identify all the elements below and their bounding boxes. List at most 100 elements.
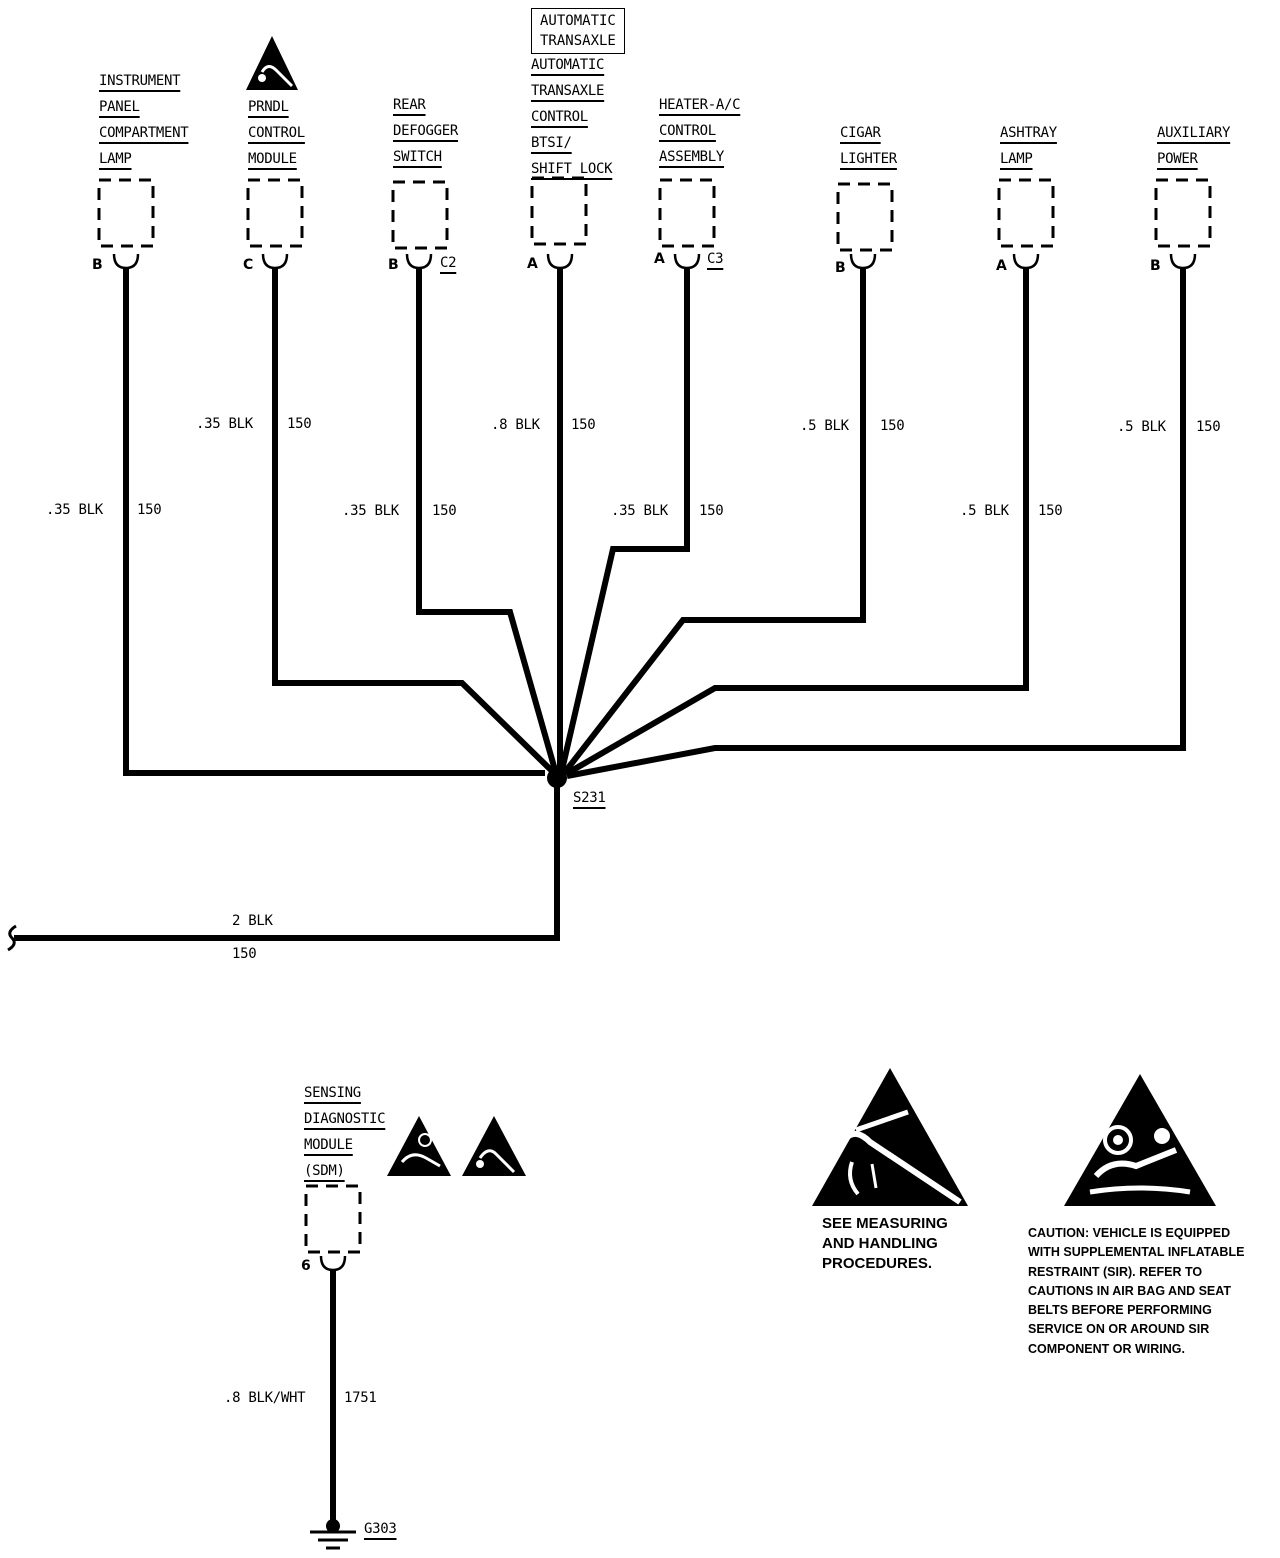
terminal-transaxle (546, 253, 574, 270)
terminal-prndl (261, 253, 289, 270)
notice-line: PROCEDURES. (822, 1255, 933, 1272)
gauge-main: 2 BLK (232, 913, 273, 929)
label-line: MODULE (248, 151, 297, 167)
notice-esd: SEE MEASURING AND HANDLING PROCEDURES. (822, 1214, 948, 1274)
gauge-cigar: .5 BLK (800, 418, 849, 434)
notice-line: WITH SUPPLEMENTAL INFLATABLE (1028, 1245, 1245, 1260)
label-line: HEATER-A/C (659, 97, 741, 113)
connector-transaxle (530, 176, 588, 246)
label-transaxle: AUTOMATIC TRANSAXLE CONTROL BTSI/ SHIFT … (531, 52, 613, 182)
terminal-defog (405, 253, 433, 270)
circuit-prndl: 150 (287, 416, 312, 432)
pin-aux: B (1150, 258, 1161, 274)
gauge-aux: .5 BLK (1117, 419, 1166, 435)
notice-line: BELTS BEFORE PERFORMING (1028, 1303, 1212, 1318)
wire-main (14, 780, 560, 941)
connector-sdm (304, 1184, 362, 1254)
circuit-ashtray: 150 (1038, 503, 1063, 519)
notice-sir: CAUTION: VEHICLE IS EQUIPPED WITH SUPPLE… (1028, 1224, 1244, 1359)
wire-break-icon (7, 924, 17, 952)
pin-sdm: 6 (301, 1258, 311, 1274)
connector-id-defog: C2 (440, 255, 457, 271)
notice-line: SEE MEASURING (822, 1215, 948, 1232)
wire-ip-lamp (123, 268, 545, 776)
label-line: ASSEMBLY (659, 149, 725, 165)
label-aux: AUXILIARY POWER (1157, 120, 1230, 172)
esd-warning-icon-sdm (462, 1116, 526, 1176)
esd-warning-icon-large (812, 1068, 968, 1206)
gauge-sdm: .8 BLK/WHT (224, 1390, 306, 1406)
ground-icon (310, 1519, 356, 1550)
circuit-transaxle: 150 (571, 417, 596, 433)
label-sdm: SENSING DIAGNOSTIC MODULE (SDM) (304, 1080, 386, 1184)
label-line: POWER (1157, 151, 1198, 167)
label-line: ASHTRAY (1000, 125, 1057, 141)
label-line: SWITCH (393, 149, 442, 165)
circuit-main: 150 (232, 946, 257, 962)
label-prndl: PRNDL CONTROL MODULE (248, 94, 305, 172)
wire-ashtray (564, 268, 1029, 777)
label-line: (SDM) (304, 1163, 345, 1179)
gauge-prndl: .35 BLK (196, 416, 253, 432)
wire-heater (559, 268, 690, 771)
label-line: AUTOMATIC (531, 57, 605, 73)
wire-cigar (562, 268, 866, 774)
circuit-cigar: 150 (880, 418, 905, 434)
label-line: BTSI/ (531, 135, 572, 151)
label-line: SHIFT LOCK (531, 161, 613, 177)
label-heater: HEATER-A/C CONTROL ASSEMBLY (659, 92, 741, 170)
terminal-sdm (319, 1255, 347, 1272)
gauge-heater: .35 BLK (611, 503, 668, 519)
sir-warning-icon-large (1064, 1074, 1216, 1206)
notice-line: AND HANDLING (822, 1235, 938, 1252)
notice-line: COMPONENT OR WIRING. (1028, 1341, 1185, 1356)
label-line: SENSING (304, 1085, 361, 1101)
gauge-defog: .35 BLK (342, 503, 399, 519)
circuit-heater: 150 (699, 503, 724, 519)
connector-heater (658, 178, 716, 248)
splice-dot (547, 768, 567, 788)
circuit-aux: 150 (1196, 419, 1221, 435)
pin-heater: A (654, 251, 665, 267)
connector-prndl (246, 178, 304, 248)
wire-prndl (272, 268, 556, 775)
notice-line: RESTRAINT (SIR). REFER TO (1028, 1264, 1203, 1279)
label-line: COMPARTMENT (99, 125, 189, 141)
terminal-heater (673, 253, 701, 270)
pin-cigar: B (835, 260, 846, 276)
connector-ip-lamp (97, 178, 155, 248)
wire-aux (566, 268, 1186, 779)
terminal-ashtray (1012, 253, 1040, 270)
label-line: LAMP (99, 151, 132, 167)
pin-transaxle: A (527, 256, 538, 272)
pin-defog: B (388, 257, 399, 273)
notice-line: CAUTIONS IN AIR BAG AND SEAT (1028, 1283, 1232, 1298)
circuit-defog: 150 (432, 503, 457, 519)
terminal-aux (1169, 253, 1197, 270)
notice-line: SERVICE ON OR AROUND SIR (1028, 1322, 1210, 1337)
label-line: CONTROL (248, 125, 305, 141)
top-box-label: AUTOMATIC TRANSAXLE (531, 8, 625, 54)
label-line: PRNDL (248, 99, 289, 115)
gauge-transaxle: .8 BLK (491, 417, 540, 433)
gauge-ashtray: .5 BLK (960, 503, 1009, 519)
pin-ashtray: A (996, 258, 1007, 274)
label-defog: REAR DEFOGGER SWITCH (393, 92, 458, 170)
circuit-ip-lamp: 150 (137, 502, 162, 518)
terminal-ip-lamp (112, 253, 140, 270)
label-line: CIGAR (840, 125, 881, 141)
connector-id-heater: C3 (707, 251, 724, 267)
label-line: CONTROL (531, 109, 588, 125)
label-line: TRANSAXLE (531, 83, 605, 99)
label-cigar: CIGAR LIGHTER (840, 120, 897, 172)
label-line: CONTROL (659, 123, 716, 139)
label-ashtray: ASHTRAY LAMP (1000, 120, 1057, 172)
connector-ashtray (997, 178, 1055, 248)
label-line: REAR (393, 97, 426, 113)
connector-cigar (836, 182, 894, 252)
splice-label: S231 (573, 790, 606, 806)
label-line: INSTRUMENT (99, 73, 181, 89)
label-line: MODULE (304, 1137, 353, 1153)
